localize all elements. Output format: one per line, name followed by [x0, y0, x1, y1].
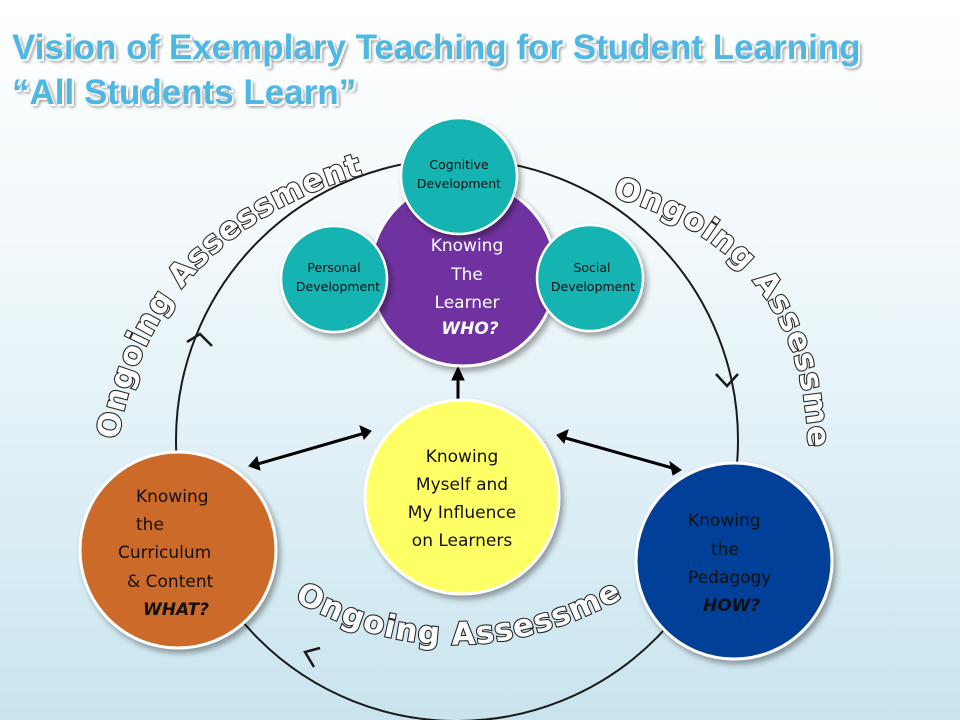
curriculum-label-line3: Curriculum: [118, 543, 211, 563]
cycle-chevron-left: [186, 332, 213, 347]
curriculum-label-line4: & Content: [127, 572, 214, 592]
slide-subtitle: “All Students Learn”: [12, 73, 357, 112]
cognitive-label-line2: Development: [417, 176, 501, 191]
slide-title: Vision of Exemplary Teaching for Student…: [12, 28, 861, 67]
myself-label-line1: Knowing: [426, 447, 499, 467]
social-label-line1: Social: [573, 260, 610, 275]
node-cognitive-development: Cognitive Development: [399, 116, 519, 236]
pedagogy-question: HOW?: [703, 596, 760, 616]
cycle-chevron-bottom: [303, 646, 321, 668]
learner-label-line3: Learner: [435, 293, 500, 313]
node-personal-development: Personal Development: [279, 224, 389, 334]
pedagogy-label-line1: Knowing: [688, 511, 761, 531]
arrow-curriculum-myself: [253, 431, 366, 467]
pedagogy-label-line3: Pedagogy: [688, 568, 771, 588]
myself-label-line2: Myself and: [416, 475, 508, 495]
personal-label-line2: Development: [296, 279, 380, 294]
node-knowing-the-pedagogy: Knowing the Pedagogy HOW?: [634, 461, 834, 661]
cycle-chevron-right: [715, 373, 739, 388]
myself-label-line3: My Influence: [408, 503, 516, 523]
myself-circle: [363, 398, 561, 596]
learner-label-line1: Knowing: [431, 236, 504, 256]
personal-label-line1: Personal: [307, 260, 360, 275]
myself-label-line4: on Learners: [412, 531, 513, 551]
learner-question: WHO?: [441, 319, 498, 339]
personal-circle: [279, 224, 389, 334]
node-social-development: Social Development: [535, 223, 645, 333]
curriculum-label-line1: Knowing: [136, 487, 209, 507]
curriculum-question: WHAT?: [143, 600, 209, 620]
arrow-myself-pedagogy: [561, 435, 677, 471]
learner-label-line2: The: [450, 265, 483, 285]
pedagogy-circle: [634, 461, 834, 661]
pedagogy-label-line2: the: [711, 540, 739, 560]
social-label-line2: Development: [551, 279, 635, 294]
node-knowing-the-curriculum: Knowing the Curriculum & Content WHAT?: [78, 450, 278, 650]
node-knowing-the-learner: Knowing The Learner WHO?: [368, 178, 558, 368]
social-circle: [535, 223, 645, 333]
node-knowing-myself: Knowing Myself and My Influence on Learn…: [363, 398, 561, 596]
cognitive-label-line1: Cognitive: [429, 157, 488, 172]
curriculum-label-line2: the: [136, 515, 164, 535]
curriculum-circle: [78, 450, 278, 650]
cognitive-circle: [399, 116, 519, 236]
